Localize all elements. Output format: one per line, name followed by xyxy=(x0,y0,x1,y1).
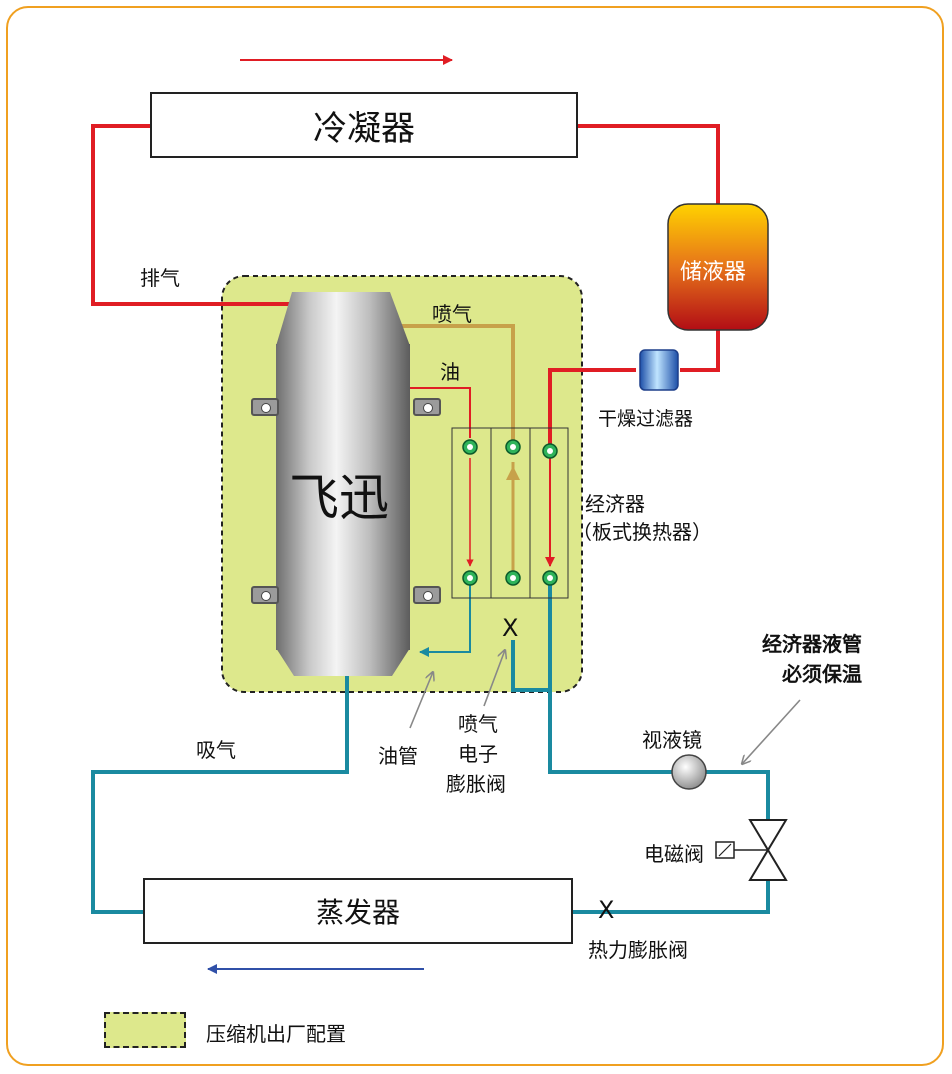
injection-valve-label-2: 电子 xyxy=(458,742,498,766)
mount-bracket xyxy=(251,398,279,416)
economizer-plate xyxy=(451,427,569,599)
injection-label: 喷气 xyxy=(432,302,472,326)
thermal-valve-symbol: X xyxy=(598,896,615,924)
sight-glass-label: 视液镜 xyxy=(642,728,702,752)
legend-swatch xyxy=(104,1012,186,1048)
oil-pipe-pointer xyxy=(409,672,433,729)
injection-line xyxy=(400,324,515,444)
solenoid-valve-label: 电磁阀 xyxy=(644,842,704,866)
suction-label: 吸气 xyxy=(196,738,236,762)
mount-bracket xyxy=(251,586,279,604)
oil-label: 油 xyxy=(440,360,460,384)
oil-pipe-label: 油管 xyxy=(378,744,418,768)
oil-line xyxy=(408,387,471,438)
hot-lines xyxy=(91,124,720,450)
receiver-vessel xyxy=(667,203,769,331)
insulation-note-line1: 经济器液管 xyxy=(762,632,862,656)
mount-bracket xyxy=(413,586,441,604)
thermal-valve-label: 热力膨胀阀 xyxy=(588,938,688,962)
evaporator-box: 蒸发器 xyxy=(143,878,573,944)
condenser-box: 冷凝器 xyxy=(150,92,578,158)
insulation-note-line2: 必须保温 xyxy=(782,662,862,686)
cold-lines xyxy=(91,580,770,914)
injection-valve-label-3: 膨胀阀 xyxy=(446,772,506,796)
injection-valve-symbol: X xyxy=(502,614,519,642)
dryer-filter xyxy=(639,349,679,391)
outer-frame xyxy=(6,6,944,1066)
compressor-tank xyxy=(276,292,410,676)
mount-bracket xyxy=(413,398,441,416)
insulation-note-pointer xyxy=(742,699,801,764)
exhaust-label: 排气 xyxy=(140,266,180,290)
injection-valve-label-1: 喷气 xyxy=(458,712,498,736)
compressor-brand: 飞迅 xyxy=(289,469,389,527)
injection-valve-pointer xyxy=(483,650,505,707)
legend-label: 压缩机出厂配置 xyxy=(206,1022,346,1046)
economizer-type-label: （板式换热器） xyxy=(572,520,712,544)
oil-return-line xyxy=(419,580,471,657)
solenoid-valve xyxy=(715,819,788,881)
receiver-label: 储液器 xyxy=(680,260,747,285)
dryer-filter-label: 干燥过滤器 xyxy=(598,408,694,430)
sight-glass xyxy=(671,754,707,790)
economizer-injection-arrowhead xyxy=(506,466,520,480)
economizer-label: 经济器 xyxy=(585,492,645,516)
